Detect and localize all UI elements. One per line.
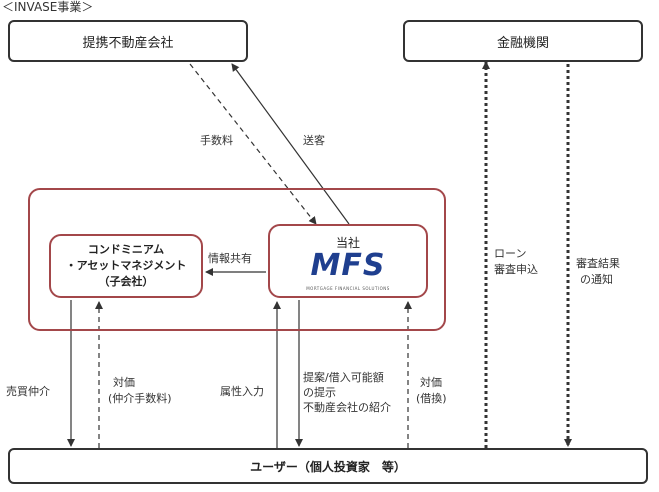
fee-label: 手数料 [200,134,233,147]
fee-arrow [189,63,317,225]
refinance-fee-label-line2: (借換) [416,392,447,405]
user-box: ユーザー（個人投資家 等） [8,448,648,484]
loan-label-line2: 審査申込 [494,263,538,276]
company-label: 当社 [335,236,360,250]
info-share-label: 情報共有 [208,252,252,265]
subsidiary-name-line1: コンドミニアム [87,243,165,256]
compensation-label-line1: 対価 [113,376,135,389]
company-box: 当社 MFS MORTGAGE FINANCIAL SOLUTIONS [268,224,428,298]
compensation-label-line2: (仲介手数料) [108,392,172,405]
proposal-label-line1: 提案/借入可能額 [303,371,384,384]
proposal-label-line2: の提示 [303,386,336,399]
group-frame [28,188,446,331]
bank-box: 金融機関 [403,20,643,62]
result-label-line2: の通知 [580,273,613,286]
result-label-line1: 審査結果 [576,257,620,270]
loan-label-line1: ローン [494,247,527,260]
subsidiary-box: コンドミニアム ・アセットマネジメント （子会社） [49,234,203,298]
brokerage-label: 売買仲介 [6,385,50,398]
proposal-label-line3: 不動産会社の紹介 [303,401,391,414]
mfs-logo: MFS [310,248,386,283]
mfs-tagline: MORTGAGE FINANCIAL SOLUTIONS [306,286,390,291]
subsidiary-name-line2: ・アセットマネジメント [65,259,187,272]
referral-label: 送客 [303,134,325,147]
subsidiary-name-line3: （子会社） [98,275,154,288]
attribute-input-label: 属性入力 [220,385,264,398]
section-title: ＜INVASE事業＞ [2,0,94,14]
referral-arrow [231,63,350,225]
realestate-box: 提携不動産会社 [8,20,248,62]
refinance-fee-label-line1: 対価 [420,376,442,389]
